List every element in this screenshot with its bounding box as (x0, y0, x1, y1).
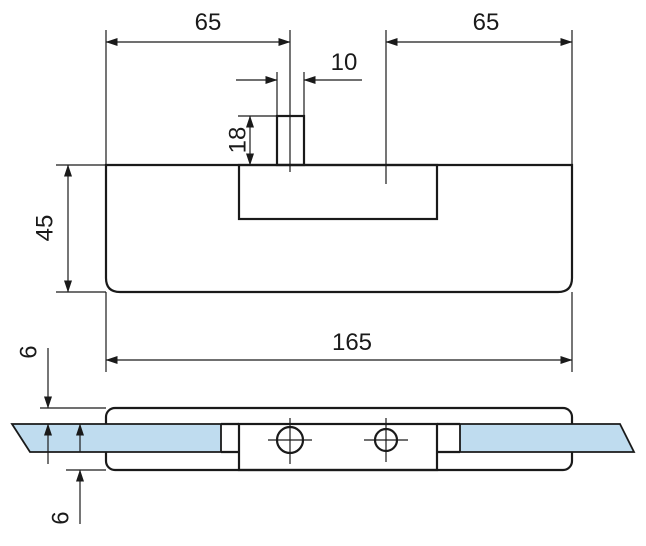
screw-hole-left (268, 418, 312, 464)
dim-slot-10: 10 (331, 49, 358, 76)
top-view: 65 65 10 18 45 165 (31, 9, 574, 372)
glass-panel-left (10, 423, 222, 453)
center-block (237, 422, 439, 472)
dim-slot-18: 18 (224, 127, 251, 154)
side-view: 6 6 (10, 345, 636, 525)
dim-body-45: 45 (31, 215, 58, 242)
dim-left-65: 65 (195, 9, 222, 36)
dim-overall-165: 165 (332, 329, 372, 356)
body-outline (104, 163, 574, 294)
glass-panel-right (459, 423, 636, 453)
dim-upper-6: 6 (15, 345, 42, 358)
dim-right-65: 65 (473, 9, 500, 36)
screw-hole-right (364, 418, 408, 462)
dim-lower-6: 6 (47, 511, 74, 524)
recess (237, 163, 439, 221)
